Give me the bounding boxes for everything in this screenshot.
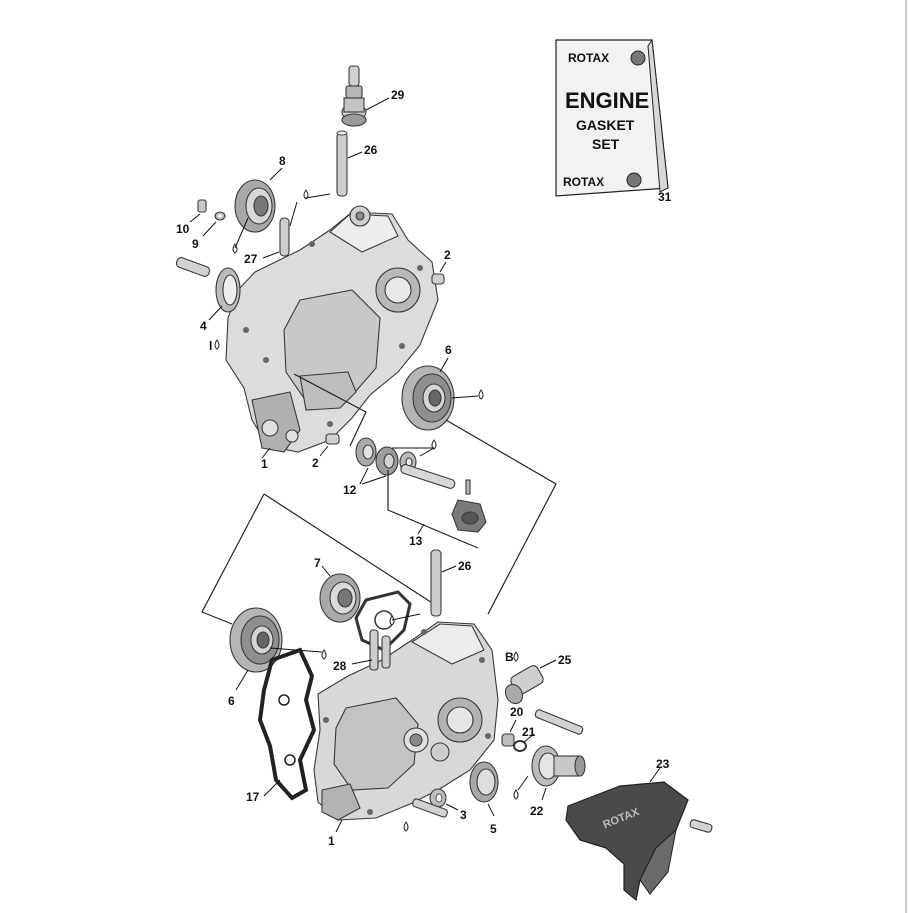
part-10-bolt — [197, 199, 207, 213]
oil-drop-icon — [403, 821, 409, 832]
part-27-dowel-pin — [279, 217, 290, 257]
part-8-oil-seal — [234, 179, 276, 233]
marker-b: B — [505, 650, 514, 664]
callout-28: 28 — [333, 659, 347, 673]
gasket-card-line3: SET — [592, 136, 620, 152]
callout-4: 4 — [200, 319, 207, 333]
part-2-sleeve — [431, 273, 445, 285]
part-26-dowel-pin — [336, 130, 348, 197]
gasket-set-card: ROTAX ENGINE GASKET SET ROTAX 31 — [555, 38, 672, 204]
oil-drop-icon — [214, 189, 484, 450]
assembly-bracket — [201, 493, 265, 625]
oil-drop-icon — [513, 651, 519, 662]
brand-emblem-icon — [630, 50, 646, 66]
part-20-sleeve — [501, 733, 515, 747]
callout-26-bottom: 26 — [458, 559, 472, 573]
part-2-sleeve — [325, 433, 340, 445]
callout-12: 12 — [343, 483, 357, 497]
brand-logo-bottom: ROTAX — [563, 175, 604, 189]
callout-21: 21 — [522, 725, 536, 739]
callout-31: 31 — [658, 190, 672, 204]
part-6-bearing — [229, 607, 283, 673]
part-3-bearing-washer — [412, 788, 448, 818]
callout-6-top: 6 — [445, 343, 452, 357]
callout-23: 23 — [656, 757, 670, 771]
lower-crankcase-half — [313, 621, 499, 821]
callout-6-bottom: 6 — [228, 694, 235, 708]
callout-10: 10 — [176, 222, 190, 236]
callout-9: 9 — [192, 237, 199, 251]
gasket-card-line2: GASKET — [576, 117, 635, 133]
callout-1-top: 1 — [261, 457, 268, 471]
oil-drop-icon — [513, 789, 519, 800]
part-29-plug — [341, 65, 367, 127]
part-4-oil-seal — [175, 257, 241, 313]
brand-logo-top: ROTAX — [568, 51, 609, 65]
upper-crankcase-half — [225, 205, 439, 453]
brand-emblem-icon — [626, 172, 642, 188]
oil-drop-icon — [321, 649, 327, 660]
callout-22: 22 — [530, 804, 544, 818]
assembly-bracket — [263, 493, 441, 609]
oil-drop-icon — [389, 615, 395, 626]
callout-2-top: 2 — [444, 248, 451, 262]
part-26-dowel-pin — [430, 549, 442, 617]
assembly-bracket — [445, 419, 557, 615]
part-23-starter-cover: ROTAX — [565, 781, 713, 902]
part-21-o-ring — [513, 740, 527, 752]
callout-3: 3 — [460, 808, 467, 822]
callout-25: 25 — [558, 653, 572, 667]
callout-17: 17 — [246, 790, 260, 804]
part-6-bearing — [401, 365, 455, 431]
callout-8: 8 — [279, 154, 286, 168]
marker-l: l — [209, 339, 212, 353]
part-5-oil-seal — [469, 761, 499, 803]
callout-26-top: 26 — [364, 143, 378, 157]
part-7-oil-seal — [319, 573, 361, 623]
callout-5: 5 — [490, 822, 497, 836]
callout-27: 27 — [244, 252, 258, 266]
part-9-washer — [214, 211, 226, 221]
callout-1-bottom: 1 — [328, 834, 335, 848]
part-25-bushing — [504, 665, 544, 705]
callout-13: 13 — [409, 534, 423, 548]
callout-29: 29 — [391, 88, 405, 102]
assembly-bracket — [387, 470, 479, 549]
part-22-starter-drive — [531, 745, 586, 787]
callout-7: 7 — [314, 556, 321, 570]
callout-20: 20 — [510, 705, 524, 719]
part-12-balance-shaft-bearings — [355, 437, 417, 476]
starter-bolt — [534, 709, 584, 735]
gasket-card-line1: ENGINE — [565, 88, 649, 113]
part-17-crankcase-gasket — [257, 647, 317, 801]
part-13-balance-shaft — [400, 464, 487, 533]
assembly-bracket — [293, 373, 367, 447]
callout-2-mid: 2 — [312, 456, 319, 470]
